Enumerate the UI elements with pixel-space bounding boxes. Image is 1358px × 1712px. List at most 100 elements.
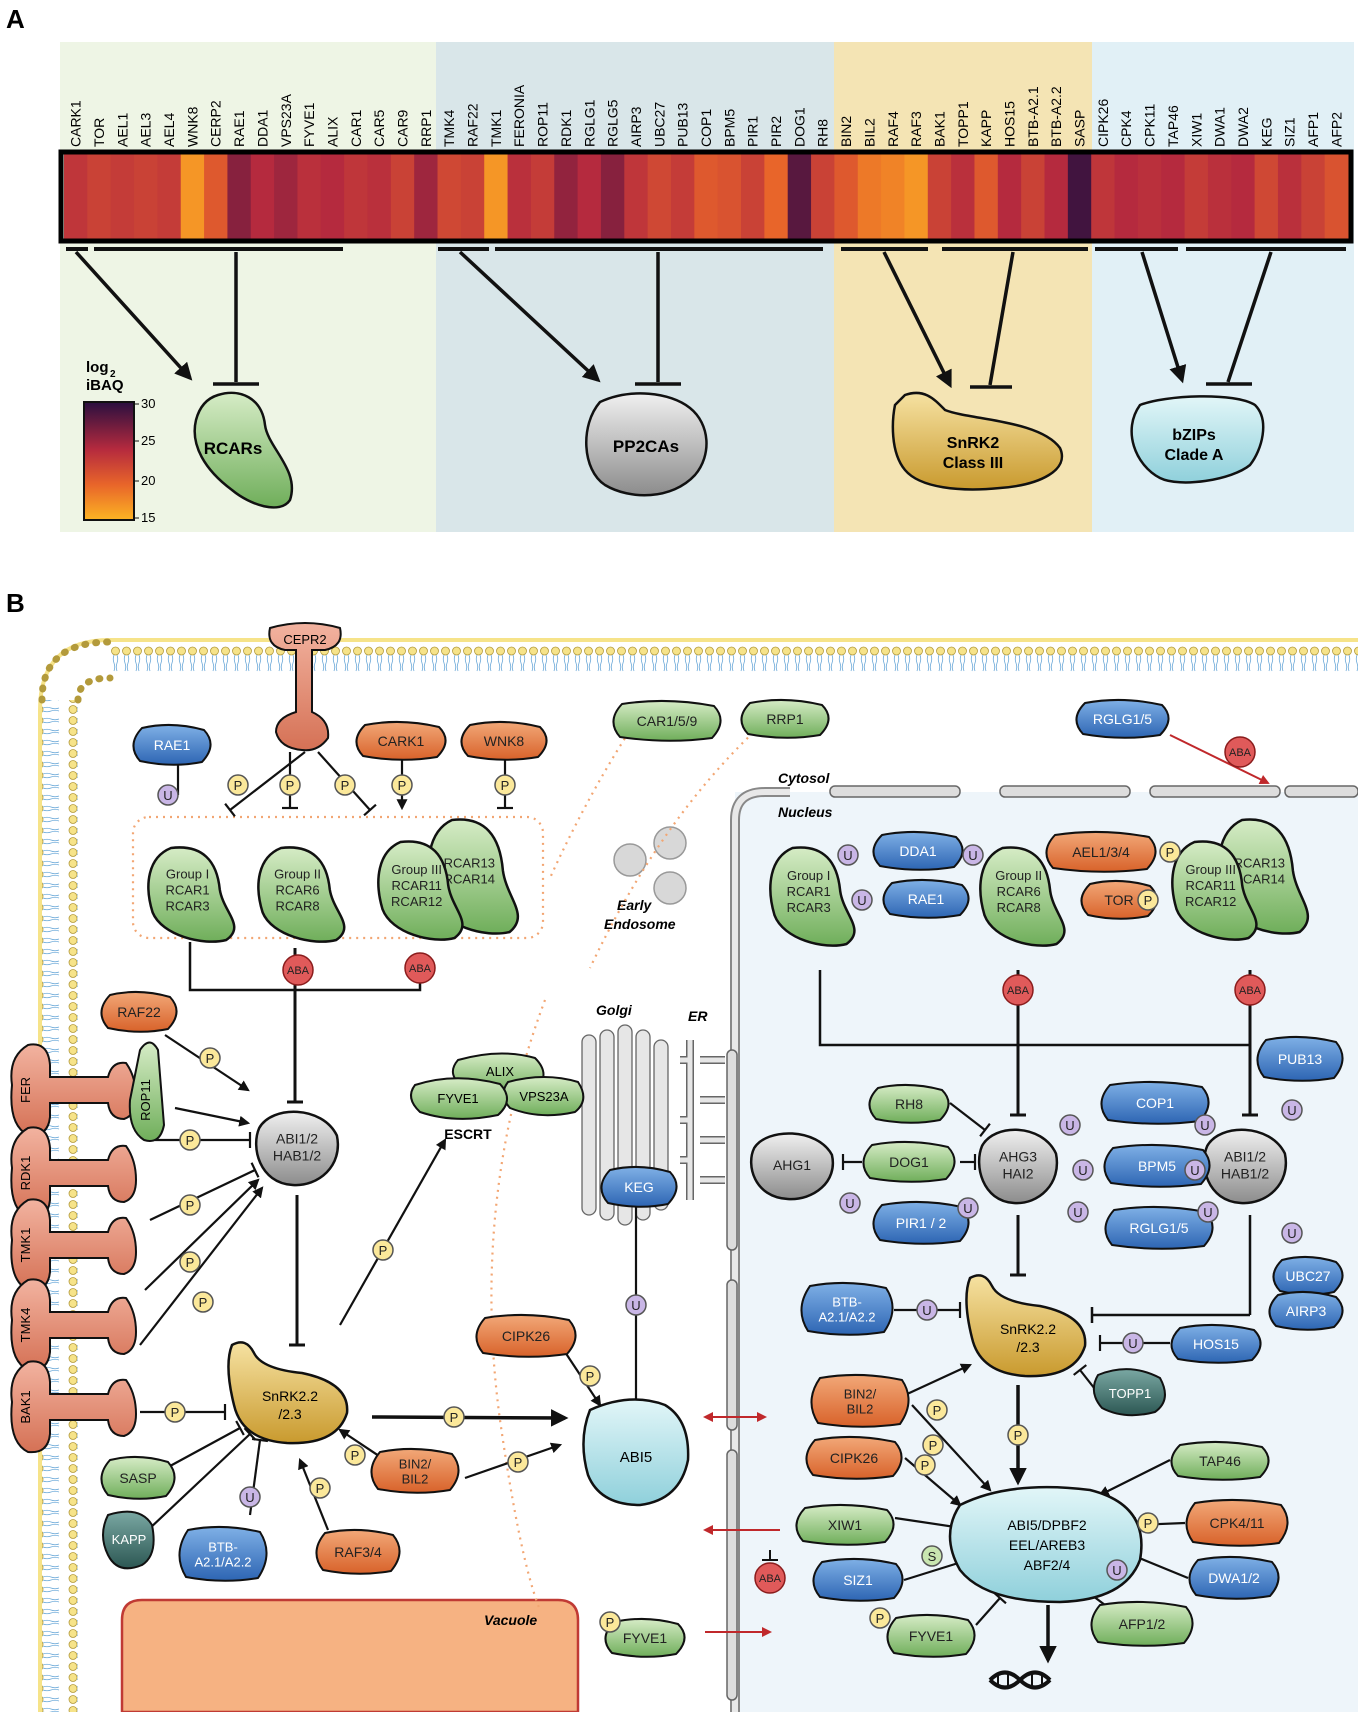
column-label: RAF4 — [885, 111, 901, 147]
ubc27-label: UBC27 — [1285, 1268, 1330, 1284]
column-label: AEL1 — [114, 113, 130, 147]
ubc27: UBC27 — [1272, 1256, 1344, 1296]
pub13-label: PUB13 — [1278, 1051, 1323, 1067]
p-marker: P — [443, 1406, 465, 1428]
cytosol-label: Cytosol — [778, 770, 830, 786]
rcar-group2-cytosol-label: RCAR6 — [276, 882, 320, 897]
snrk2-nucleus: SnRK2.2/2.3 — [965, 1274, 1087, 1378]
dwa12-label: DWA1/2 — [1208, 1570, 1260, 1586]
u-marker: U — [1281, 1099, 1303, 1121]
ael134: AEL1/3/4 — [1045, 830, 1157, 873]
fyve1-nucleus: FYVE1 — [886, 1613, 976, 1658]
column-label: ALIX — [324, 116, 340, 147]
legend-title-ibaq: iBAQ — [86, 377, 124, 394]
bin2-nucleus: BIN2/BIL2 — [810, 1373, 910, 1428]
svg-text:25: 25 — [141, 433, 155, 448]
heatmap-cell — [367, 154, 392, 239]
u-marker: U — [1106, 1559, 1128, 1581]
dna-icon — [988, 1670, 1052, 1690]
bin2-cytosol-label: BIL2 — [402, 1472, 429, 1487]
svg-text:TMK1: TMK1 — [18, 1228, 33, 1263]
svg-text:ABA: ABA — [1239, 985, 1262, 997]
cop1-label: COP1 — [1136, 1095, 1174, 1111]
er-label: ER — [688, 1008, 708, 1024]
car159-label: CAR1/5/9 — [637, 713, 698, 729]
abi12-cytosol-label: HAB1/2 — [273, 1148, 321, 1164]
rcar-group1-nucleus-label: RCAR1 — [787, 884, 831, 899]
heatmap-cell — [857, 154, 882, 239]
fyve1-nucleus-label: FYVE1 — [909, 1628, 954, 1644]
bin2-cytosol: BIN2/BIL2 — [370, 1447, 460, 1494]
cipk26-cytosol-label: CIPK26 — [502, 1328, 550, 1344]
cepr2-receptor: CEPR2 — [268, 622, 342, 752]
siz1-label: SIZ1 — [843, 1572, 873, 1588]
p-marker: P — [599, 1611, 621, 1633]
golgi — [581, 1024, 669, 1226]
u-marker: U — [962, 844, 984, 866]
heatmap-cell — [1207, 154, 1232, 239]
svg-text:bZIPs: bZIPs — [1172, 427, 1216, 444]
cipk26-nucleus: CIPK26 — [805, 1435, 903, 1480]
heatmap-cell — [1301, 154, 1326, 239]
rcar-group4-nucleus-label: RCAR14 — [1234, 871, 1285, 886]
column-label: TOPP1 — [955, 101, 971, 147]
heatmap-cell — [554, 154, 579, 239]
u-marker: U — [239, 1486, 261, 1508]
u-marker: U — [1184, 1159, 1206, 1181]
column-label: RDK1 — [558, 109, 574, 147]
abi12-cytosol-label: ABI1/2 — [276, 1131, 318, 1147]
heatmap-cell — [1324, 154, 1349, 239]
svg-text:ROP11: ROP11 — [138, 1079, 153, 1121]
car159: CAR1/5/9 — [612, 699, 722, 742]
u-marker: U — [1067, 1201, 1089, 1223]
fyve1-vacuole: FYVE1 — [604, 1617, 686, 1658]
heatmap-cell — [110, 154, 135, 239]
svg-text:P: P — [199, 1295, 208, 1310]
column-label: DOG1 — [791, 107, 807, 147]
target-snrk2-class3: SnRK2 Class III — [891, 391, 1064, 491]
afp12-label: AFP1/2 — [1119, 1616, 1166, 1632]
membrane-corner — [38, 638, 114, 704]
ahg1-label: AHG1 — [773, 1157, 811, 1173]
heatmap-cell — [390, 154, 415, 239]
heatmap-cell — [274, 154, 298, 239]
heatmap-cell — [507, 154, 532, 239]
heatmap-cell — [157, 154, 182, 239]
svg-text:S: S — [928, 1549, 937, 1564]
abi5-cytosol: ABI5 — [582, 1398, 690, 1507]
svg-text:ABA: ABA — [759, 1573, 782, 1585]
svg-text:U: U — [1078, 1163, 1087, 1178]
p-marker: P — [179, 1251, 201, 1273]
legend-colorbar — [83, 401, 135, 521]
column-label: RAF3 — [908, 111, 924, 147]
svg-text:TOPP1: TOPP1 — [1109, 1386, 1151, 1401]
svg-text:U: U — [1112, 1563, 1121, 1578]
early-endosome — [613, 826, 687, 905]
svg-text:FER: FER — [18, 1077, 33, 1103]
svg-text:U: U — [1287, 1103, 1296, 1118]
svg-text:U: U — [968, 848, 977, 863]
column-label: CIPK26 — [1095, 99, 1111, 147]
svg-text:RDK1: RDK1 — [18, 1156, 33, 1191]
p-marker: P — [922, 1434, 944, 1456]
heatmap-cell — [1021, 154, 1046, 239]
column-label: PIR2 — [768, 116, 784, 147]
tor: TOR — [1080, 880, 1158, 920]
fyve1-vacuole-label: FYVE1 — [623, 1630, 668, 1646]
abi12-nucleus-label: ABI1/2 — [1224, 1149, 1266, 1165]
svg-text:SnRK2: SnRK2 — [947, 435, 1000, 452]
heatmap-cell — [1067, 154, 1092, 239]
target-pp2cas: PP2CAs — [585, 392, 708, 497]
cpk411-label: CPK4/11 — [1210, 1515, 1265, 1531]
pir1-2-label: PIR1 / 2 — [896, 1215, 947, 1231]
column-label: DWA2 — [1235, 107, 1251, 147]
svg-text:PP2CAs: PP2CAs — [613, 437, 679, 456]
afp12: AFP1/2 — [1090, 1600, 1194, 1647]
legend-title-sub: 2 — [110, 369, 116, 380]
p-marker: P — [1137, 1512, 1159, 1534]
svg-text:TMK4: TMK4 — [18, 1308, 33, 1343]
nucleus-label: Nucleus — [778, 804, 833, 820]
tap46-label: TAP46 — [1199, 1453, 1241, 1469]
